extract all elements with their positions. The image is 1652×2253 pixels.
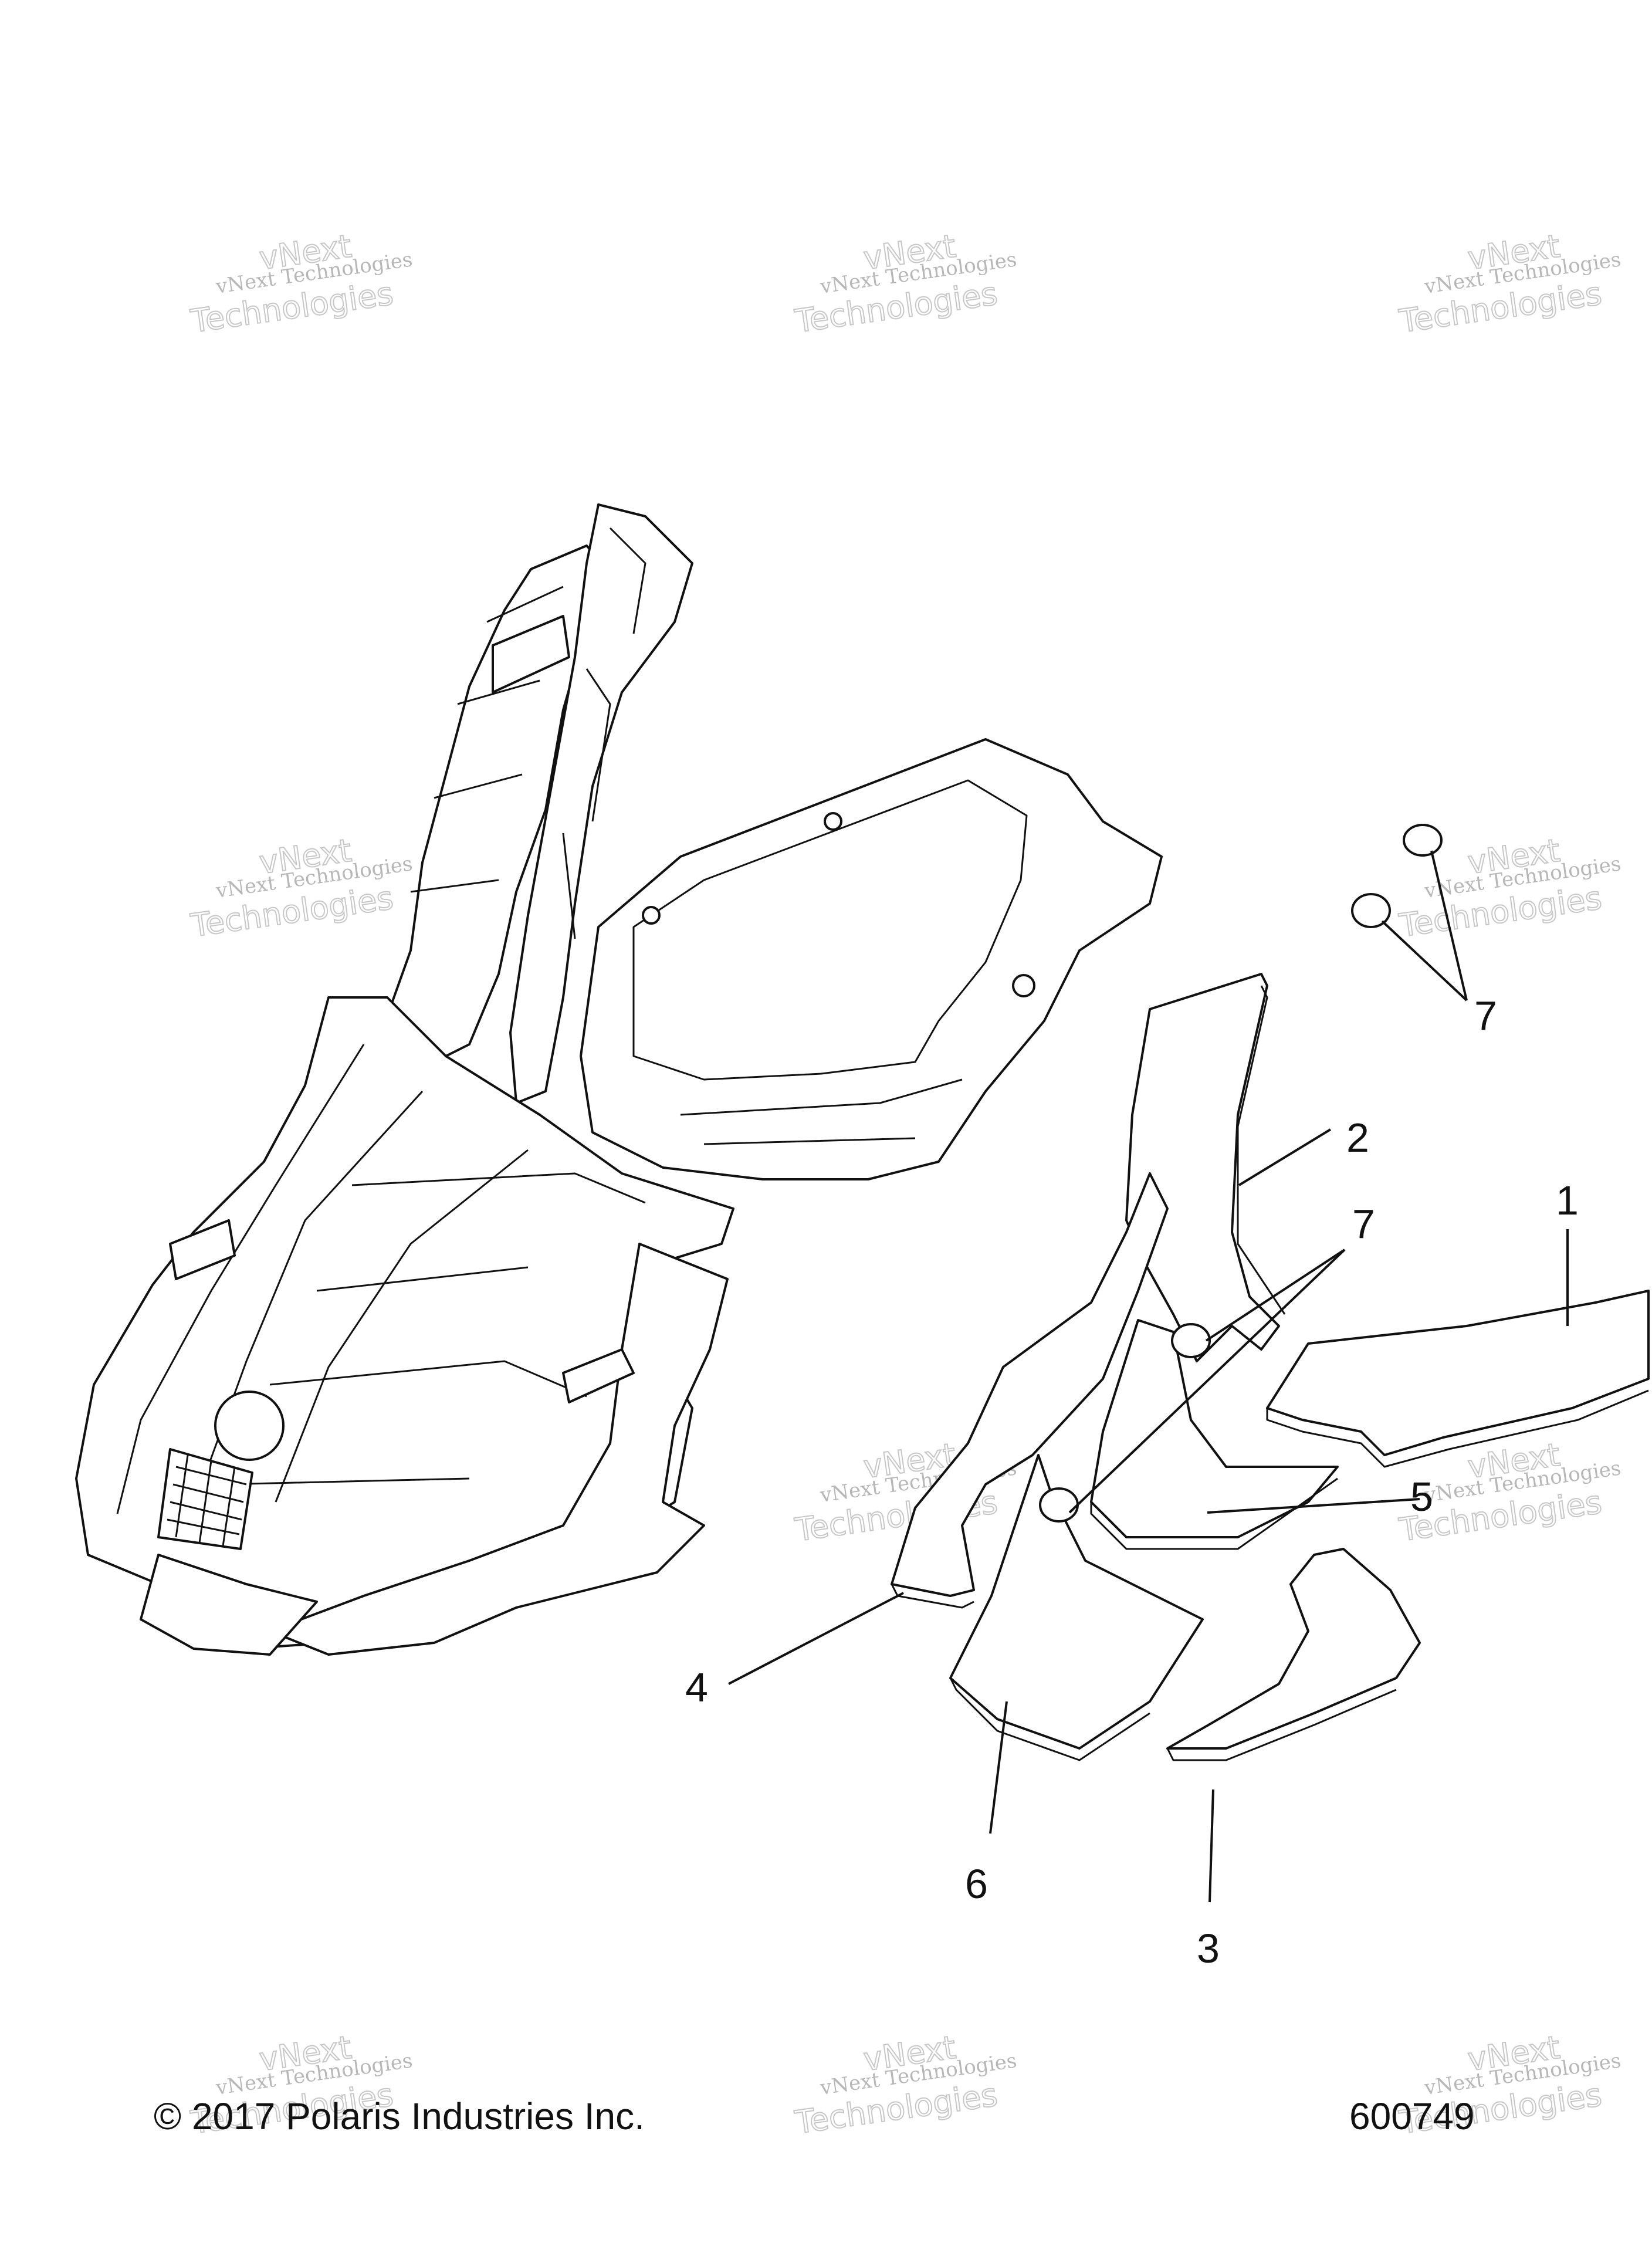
figure-number: 600749 — [1349, 2095, 1475, 2137]
watermark: vNext vNext Technologies Technologies — [792, 2028, 1018, 2142]
callouts: 2 1 7 7 5 4 6 3 — [685, 993, 1579, 1971]
callout-6: 6 — [965, 1861, 988, 1907]
part-6-pad — [949, 1454, 1204, 1750]
side-rail-vent — [492, 615, 570, 694]
part-7-plug — [1403, 824, 1443, 857]
exploded-parts — [891, 824, 1650, 1761]
callout-5: 5 — [1410, 1474, 1433, 1520]
part-5-pad — [1090, 1319, 1339, 1538]
watermark: vNext vNext Technologies Technologies — [792, 227, 1018, 341]
mount-hole — [1012, 974, 1035, 997]
mount-hole — [824, 812, 842, 831]
leader-4 — [728, 1592, 904, 1685]
part-7-plug — [1039, 1487, 1079, 1523]
headlight-icon — [214, 1391, 285, 1461]
leader-6 — [989, 1701, 1008, 1834]
callout-7b: 7 — [1352, 1201, 1375, 1247]
watermark: vNext vNext Technologies Technologies — [188, 831, 414, 945]
rear-tub — [580, 738, 1163, 1180]
callout-1: 1 — [1556, 1178, 1579, 1223]
leader-7b — [1205, 1249, 1346, 1342]
callout-7a: 7 — [1474, 993, 1497, 1038]
leader-2 — [1238, 1128, 1332, 1186]
front-post — [509, 503, 693, 1104]
part-2-pad — [1125, 973, 1280, 1362]
leader-7b — [1068, 1249, 1346, 1514]
side-vent — [169, 1219, 236, 1280]
callout-2: 2 — [1346, 1115, 1369, 1161]
front-skid — [140, 1554, 318, 1656]
chassis-body — [75, 503, 1163, 1656]
leader-3 — [1208, 1789, 1214, 1903]
part-7-plug — [1171, 1323, 1211, 1358]
part-3-pad — [1166, 1548, 1421, 1750]
front-fender — [269, 1243, 729, 1656]
leader-7a — [1430, 850, 1468, 1001]
watermark: vNext vNext Technologies Technologies — [1396, 227, 1623, 341]
side-vent — [562, 1348, 635, 1403]
watermark: vNext vNext Technologies Technologies — [188, 227, 414, 341]
callout-4: 4 — [685, 1665, 708, 1710]
leader-7a — [1381, 920, 1468, 1002]
part-4-pad — [891, 1172, 1169, 1597]
copyright-text: © 2017 Polaris Industries Inc. — [154, 2095, 645, 2137]
leader-5 — [1207, 1498, 1420, 1514]
leader-lines — [728, 850, 1569, 1903]
mount-hole — [642, 906, 661, 925]
part-7-plug — [1351, 893, 1391, 928]
callout-3: 3 — [1197, 1926, 1220, 1971]
part-1-pad — [1266, 1290, 1650, 1456]
